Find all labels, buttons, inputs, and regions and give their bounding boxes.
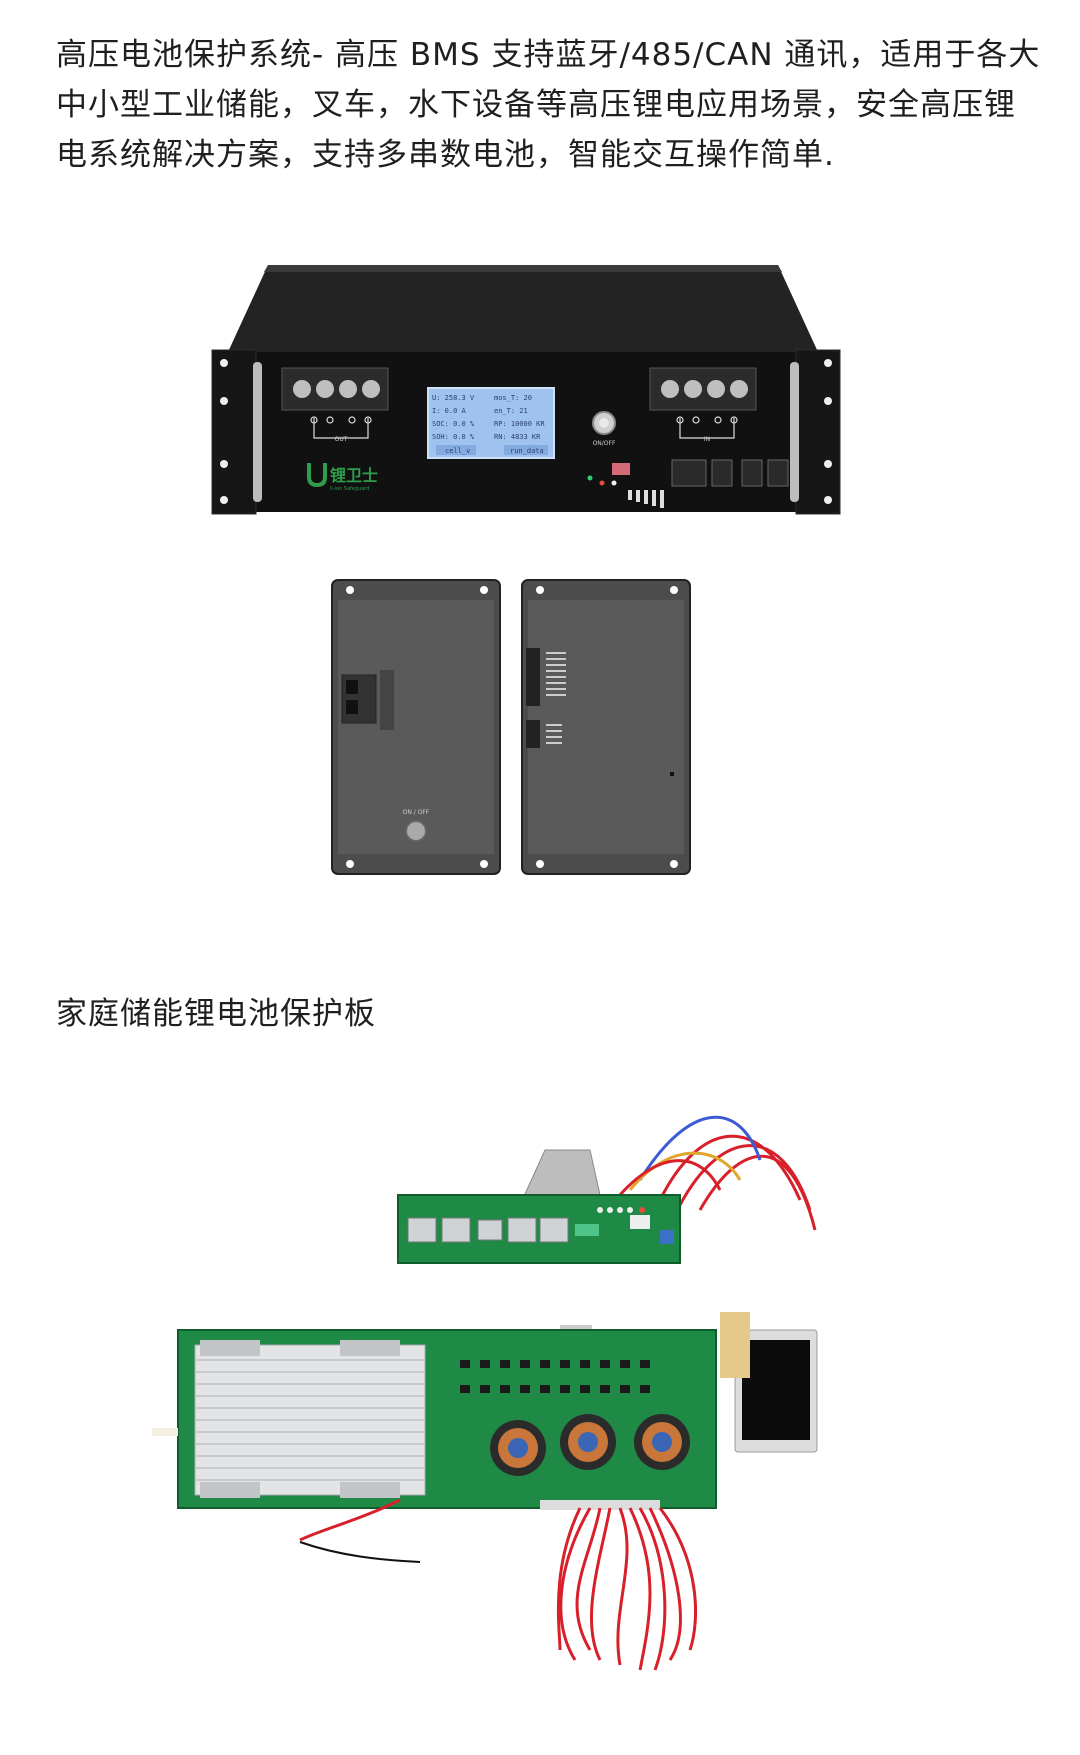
- lcd-row1-left: U: 258.3 V: [432, 394, 475, 402]
- module-power-button-icon: [405, 820, 427, 842]
- rack-bms-image: OUT IN 锂卫士 li-ion Safeguard U: 258.3 V m…: [211, 265, 841, 515]
- in-label: IN: [704, 436, 710, 443]
- lcd-row2-right: en_T: 21: [494, 407, 528, 415]
- power-label: ON/OFF: [593, 440, 616, 447]
- brand-logo-text: 锂卫士: [330, 466, 378, 485]
- lcd-cellv-label: cell_v: [445, 447, 470, 455]
- lcd-row4-left: SOH: 0.0 %: [432, 433, 475, 441]
- lcd-row3-right: RP: 10000 KR: [494, 420, 545, 428]
- lcd-rundata-button[interactable]: [504, 445, 548, 455]
- bms-module-side-image: [521, 579, 691, 875]
- out-label: OUT: [335, 436, 348, 443]
- section-title-home-storage: 家庭储能锂电池保护板: [56, 996, 376, 1032]
- lcd-rundata-label: run_data: [510, 447, 544, 455]
- lcd-row2-left: I: 0.0 A: [432, 407, 467, 415]
- bms-module-front-image: ON / OFF: [331, 579, 501, 875]
- intro-paragraph: 高压电池保护系统- 高压 BMS 支持蓝牙/485/CAN 通讯，适用于各大中小…: [56, 37, 1041, 173]
- lcd-row4-right: RN: 4833 KR: [494, 433, 541, 441]
- lcd-row1-right: mos_T: 20: [494, 394, 532, 402]
- brand-logo-icon: [307, 463, 327, 488]
- lcd-cellv-button[interactable]: [436, 445, 476, 455]
- module-power-label: ON / OFF: [403, 809, 430, 816]
- brand-logo-subtext: li-ion Safeguard: [330, 486, 369, 492]
- protection-board-image: [152, 1115, 818, 1671]
- lcd-row3-left: SOC: 0.0 %: [432, 420, 475, 428]
